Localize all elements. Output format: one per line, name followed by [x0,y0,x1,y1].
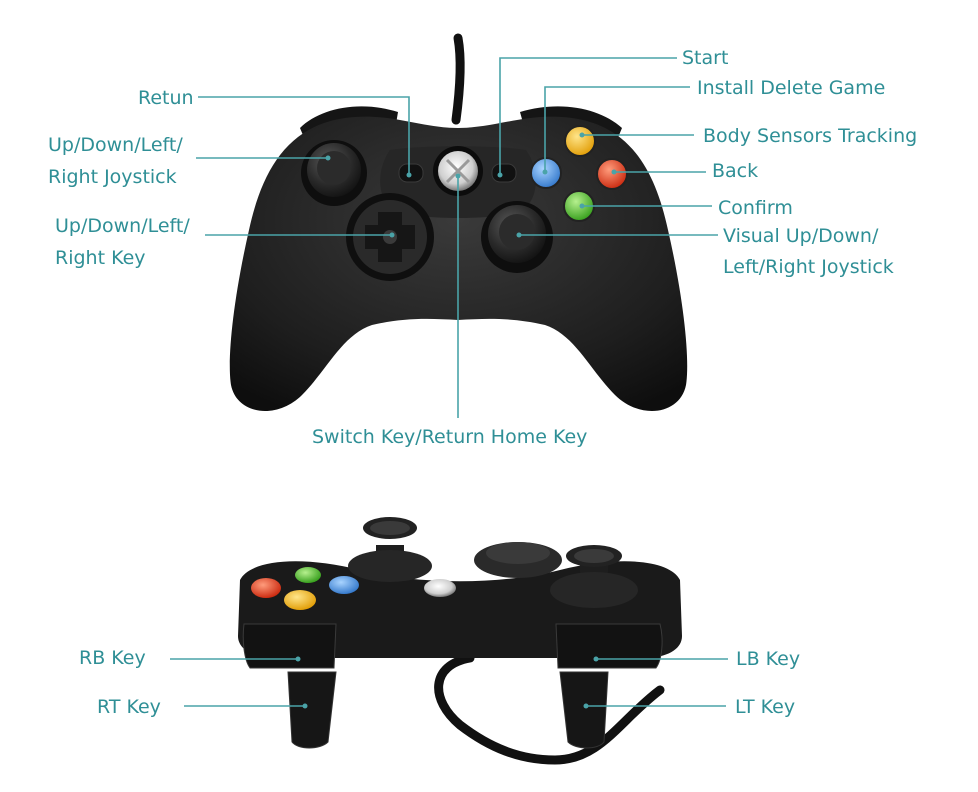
top-view-right-stick[interactable] [550,545,638,608]
cable-bottom [434,653,665,765]
label-lt-key: LT Key [735,696,795,718]
label-rb-key: RB Key [79,647,146,669]
top-view-left-stick[interactable] [348,517,432,582]
start-small-button[interactable] [491,163,517,183]
top-view-y-button[interactable] [284,590,316,610]
label-right-joystick-line2: Left/Right Joystick [723,256,894,278]
label-install-delete-game: Install Delete Game [697,77,885,99]
top-view-a-button[interactable] [295,567,321,583]
controller-top-view [238,517,682,765]
label-dpad-line1: Up/Down/Left/ [55,215,190,237]
label-body-sensors-tracking: Body Sensors Tracking [703,125,917,147]
leader-lines [170,57,728,709]
lb-bumper[interactable] [555,623,663,669]
label-left-joystick-line2: Right Joystick [48,166,177,188]
right-joystick[interactable] [481,201,553,273]
label-switch-home: Switch Key/Return Home Key [312,426,587,448]
label-dpad-line2: Right Key [55,247,146,269]
label-left-joystick-line1: Up/Down/Left/ [48,134,183,156]
top-view-guide-button[interactable] [424,579,456,597]
left-joystick[interactable] [301,140,367,206]
label-confirm: Confirm [718,197,793,219]
label-lb-key: LB Key [736,648,800,670]
y-button[interactable] [564,125,596,157]
label-right-joystick-line1: Visual Up/Down/ [723,225,879,247]
guide-button[interactable] [433,146,483,196]
cable-top [451,33,465,125]
lt-trigger[interactable] [559,671,609,749]
callout-labels: Start Install Delete Game Retun Body Sen… [48,47,917,718]
label-rt-key: RT Key [97,696,161,718]
dpad[interactable] [346,193,434,281]
top-view-b-button[interactable] [251,578,281,598]
top-view-x-button[interactable] [329,576,359,594]
rt-trigger[interactable] [287,671,337,749]
label-retun: Retun [138,87,194,109]
back-small-button[interactable] [398,163,424,183]
top-view-dpad [474,542,562,578]
rb-bumper[interactable] [242,623,337,669]
label-start: Start [682,47,728,69]
label-back: Back [712,160,758,182]
b-button[interactable] [596,158,628,190]
